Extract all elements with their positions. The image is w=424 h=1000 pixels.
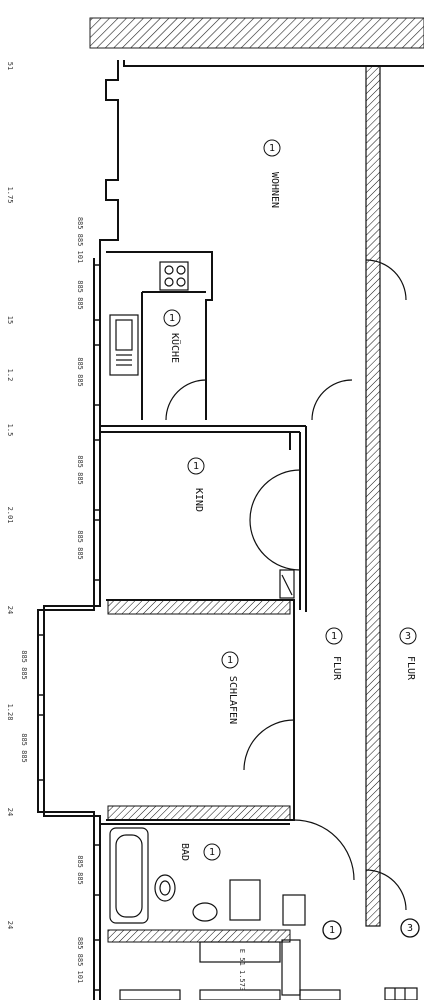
kind-schlafen-wall	[107, 599, 291, 615]
room-flur-1: 1 FLUR	[325, 627, 343, 681]
svg-text:51: 51	[6, 62, 14, 70]
bottom-strip	[119, 939, 418, 1000]
window-labels: 885 885 101 885 885 885 885 885 885 885 …	[20, 217, 84, 983]
svg-text:1: 1	[209, 847, 215, 858]
svg-text:1.75: 1.75	[6, 187, 14, 204]
svg-text:BAD: BAD	[179, 843, 190, 861]
dimension-labels: 51 1.75 15 1.2 1.5 2.01 24 1.28 24 24	[6, 62, 14, 929]
room-bad: 1 BAD	[179, 843, 221, 861]
svg-text:885 885: 885 885	[76, 530, 84, 560]
bath-fixtures	[109, 569, 306, 926]
svg-text:885 885: 885 885	[20, 650, 28, 680]
svg-text:KIND: KIND	[193, 488, 204, 512]
svg-text:1.5: 1.5	[6, 424, 14, 437]
svg-text:FLUR: FLUR	[331, 656, 342, 681]
room-wohnen: 1 WOHNEN	[263, 139, 281, 208]
svg-text:885 885: 885 885	[76, 455, 84, 485]
svg-text:15: 15	[6, 316, 14, 324]
svg-text:1.2: 1.2	[6, 369, 14, 382]
svg-text:3: 3	[405, 631, 411, 642]
doors	[165, 259, 407, 911]
svg-text:WOHNEN: WOHNEN	[269, 172, 280, 208]
kitchen-fixtures	[109, 261, 189, 376]
svg-text:24: 24	[6, 921, 14, 929]
room-schlafen: 1 SCHLAFEN	[221, 651, 239, 724]
interior-walls	[100, 251, 307, 825]
room-flur-3: 3 FLUR	[399, 627, 417, 681]
room-kind: 1 KIND	[187, 457, 205, 512]
svg-text:885 885 101: 885 885 101	[76, 217, 84, 263]
svg-text:1: 1	[193, 461, 199, 472]
bottom-label: E 51 1.573	[238, 949, 246, 991]
svg-text:SCHLAFEN: SCHLAFEN	[227, 676, 238, 724]
svg-text:3: 3	[407, 923, 413, 934]
svg-text:1: 1	[227, 655, 233, 666]
svg-text:2.01: 2.01	[6, 507, 14, 524]
svg-text:KÜCHE: KÜCHE	[169, 333, 182, 363]
windows	[37, 264, 101, 991]
svg-text:1: 1	[269, 143, 275, 154]
svg-text:1: 1	[329, 925, 335, 936]
svg-text:1: 1	[331, 631, 337, 642]
svg-text:885 885: 885 885	[20, 733, 28, 763]
svg-text:885 885: 885 885	[76, 855, 84, 885]
svg-text:1.28: 1.28	[6, 704, 14, 721]
corridor-wall	[365, 65, 381, 927]
svg-text:885 885: 885 885	[76, 357, 84, 387]
svg-text:FLUR: FLUR	[405, 656, 416, 681]
exterior-hatch-band	[89, 17, 424, 49]
schlafen-bad-wall	[107, 805, 291, 821]
bad-bottom-wall	[107, 929, 291, 943]
svg-text:1: 1	[169, 313, 175, 324]
svg-text:885 885 101: 885 885 101	[76, 937, 84, 983]
svg-text:24: 24	[6, 606, 14, 614]
entry-markers: 1 3	[322, 918, 420, 940]
svg-text:885 885: 885 885	[76, 280, 84, 310]
svg-text:24: 24	[6, 808, 14, 816]
room-labels: 1 WOHNEN 1 KÜCHE 1 KIND 1 FLUR 3 FLUR 1 …	[163, 139, 417, 861]
room-kueche: 1 KÜCHE	[163, 309, 182, 363]
